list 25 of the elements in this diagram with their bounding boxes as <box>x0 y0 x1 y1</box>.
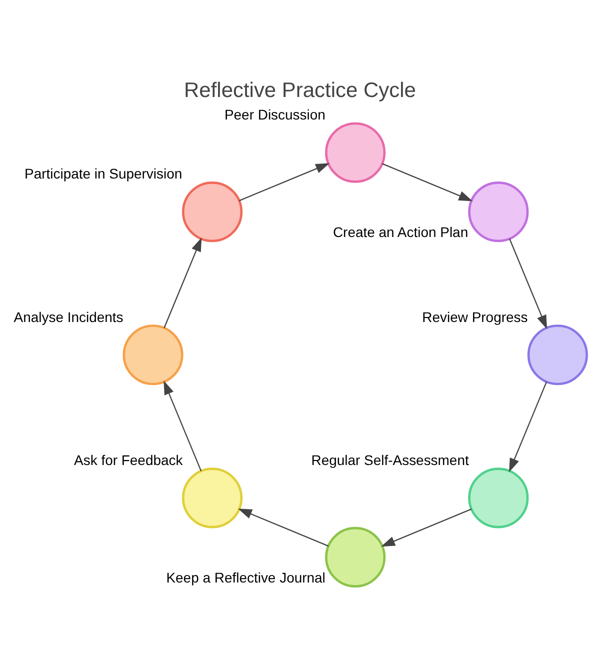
node-circle <box>182 181 243 242</box>
diagram-title: Reflective Practice Cycle <box>184 78 416 102</box>
arrow <box>164 236 202 328</box>
node-label: Analyse Incidents <box>14 308 124 324</box>
node-circle <box>468 181 529 242</box>
node-label: Ask for Feedback <box>74 451 183 468</box>
node-circle <box>122 324 184 385</box>
node-label: Regular Self-Assessment <box>311 451 469 468</box>
arrow <box>509 381 548 472</box>
arrow <box>238 162 330 201</box>
arrow <box>164 380 202 471</box>
arrow <box>382 162 473 201</box>
node-label: Create an Action Plan <box>332 223 468 240</box>
node-circle <box>468 467 529 528</box>
arrow <box>509 238 548 329</box>
node-circle <box>325 526 386 587</box>
node-label: Peer Discussion <box>224 106 326 122</box>
node-label: Keep a Reflective Journal <box>166 568 326 585</box>
node-circle <box>325 122 386 182</box>
node-label: Review Progress <box>422 308 528 324</box>
arrow <box>380 508 472 546</box>
node-circle <box>527 324 588 385</box>
node-label: Participate in Supervision <box>24 165 182 182</box>
arrow <box>238 508 329 546</box>
node-circle <box>182 467 243 528</box>
